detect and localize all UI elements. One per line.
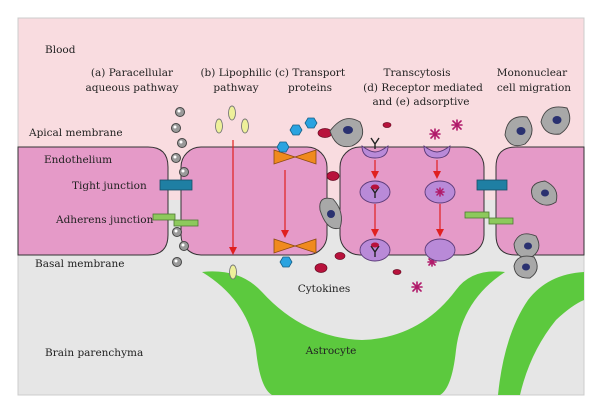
cytokines-particles (314, 122, 402, 275)
label-tight-junction: Tight junction (72, 180, 147, 192)
label-transport-1: (c) Transport (275, 67, 346, 79)
label-transcytosis-3: and (e) adsorptive (373, 96, 470, 108)
endothelial-cell-3 (339, 146, 485, 256)
vesicle-stars (435, 187, 445, 197)
lipophilic-molecules (215, 105, 249, 280)
transported-molecules (276, 117, 318, 268)
label-lipophilic-2: pathway (213, 82, 258, 94)
label-apical-membrane: Apical membrane (28, 127, 123, 139)
label-cytokines: Cytokines (298, 283, 351, 295)
transcytosis-vesicles (359, 145, 456, 262)
label-mononuclear-1: Mononuclear (497, 67, 568, 79)
label-blood: Blood (45, 44, 76, 56)
label-transcytosis-1: Transcytosis (384, 67, 451, 79)
astrocyte (202, 271, 584, 395)
endothelial-cell-1 (17, 146, 169, 256)
label-paracellular-2: aqueous pathway (86, 82, 179, 94)
transcytosis-arrows (371, 160, 444, 237)
receptors (370, 137, 380, 257)
label-lipophilic-1: (b) Lipophilic (200, 67, 271, 79)
label-astrocyte: Astrocyte (305, 345, 357, 357)
label-endothelium: Endothelium (44, 154, 112, 166)
tight-junctions (159, 179, 508, 191)
transport-proteins (273, 149, 317, 254)
label-adherens-junction: Adherens junction (55, 214, 154, 226)
vesicle-cargo (371, 184, 379, 248)
label-brain-parenchyma: Brain parenchyma (45, 347, 143, 359)
label-basal-membrane: Basal membrane (35, 258, 124, 270)
endothelial-cell-2 (180, 146, 328, 256)
label-transcytosis-2: (d) Receptor mediated (363, 82, 483, 94)
label-mononuclear-2: cell migration (497, 82, 571, 94)
label-transport-2: proteins (288, 82, 332, 94)
label-paracellular-1: (a) Paracellular (91, 67, 174, 79)
paracellular-molecules (171, 107, 189, 267)
adherens-junctions (152, 211, 514, 227)
endothelial-cells (17, 146, 585, 256)
mononuclear-cells (319, 106, 571, 279)
